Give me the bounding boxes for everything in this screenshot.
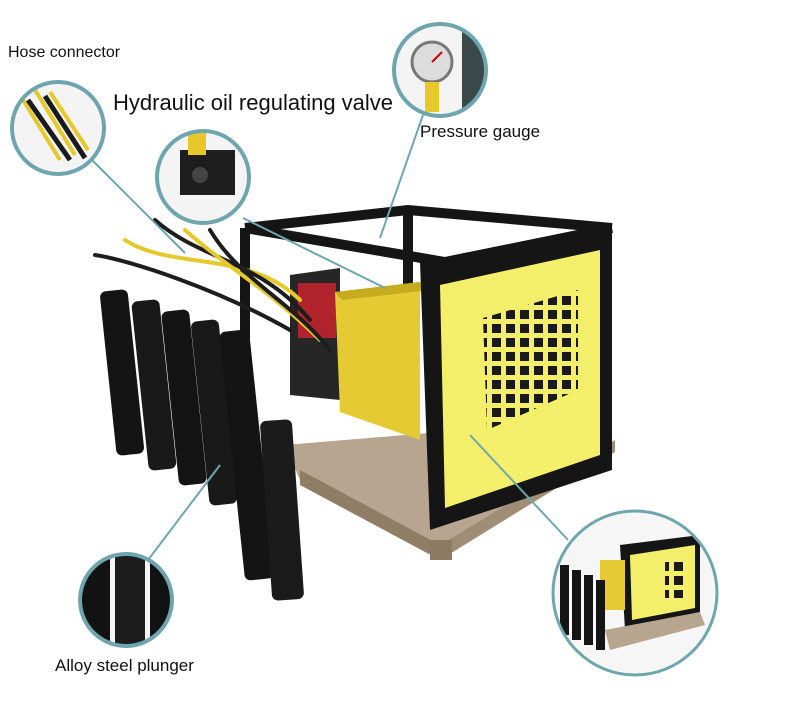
splitter-plungers	[100, 289, 304, 601]
oil-tank	[335, 282, 430, 440]
callout-hose-connector	[10, 80, 106, 176]
hydraulic-hoses	[93, 218, 332, 352]
front-panel	[420, 228, 612, 530]
label-hose-connector: Hose connector	[8, 44, 121, 61]
label-alloy-plunger: Alloy steel plunger	[55, 656, 194, 675]
label-hydraulic-valve: Hydraulic oil regulating valve	[113, 90, 394, 115]
label-pressure-gauge: Pressure gauge	[420, 122, 541, 141]
callout-pressure-gauge	[392, 22, 488, 118]
callout-hydraulic-valve	[155, 129, 251, 225]
callout-overview	[551, 509, 719, 677]
callout-lines	[91, 114, 569, 561]
callout-alloy-plunger	[78, 552, 174, 648]
